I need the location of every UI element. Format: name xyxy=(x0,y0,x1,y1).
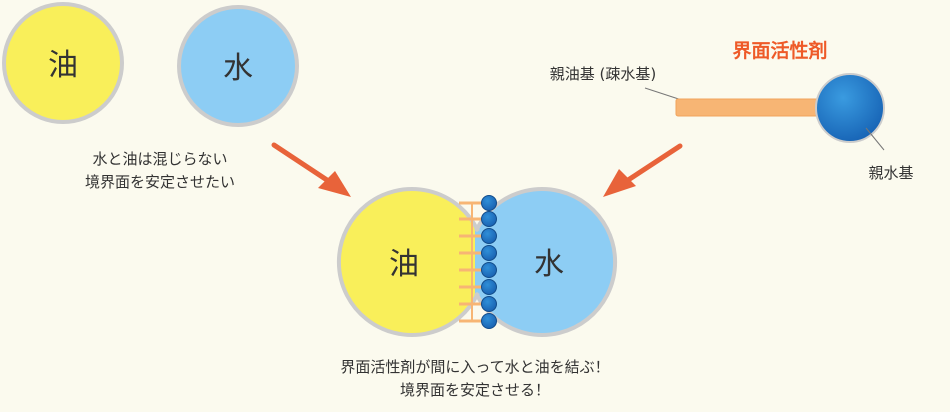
arrow-icon xyxy=(603,143,683,197)
hydrophilic-leader xyxy=(865,127,885,151)
hydrophilic-label: 親水基 xyxy=(868,164,913,182)
combined-oil-label: 油 xyxy=(389,247,419,282)
caption-top-line2: 境界面を安定させたい xyxy=(85,173,235,191)
surfactant-molecule-icon xyxy=(675,73,885,143)
water-outline xyxy=(474,187,618,337)
combined-droplets xyxy=(336,187,618,337)
surfactant-title: 界面活性剤 xyxy=(732,39,827,62)
oil-half xyxy=(339,189,480,335)
water-half xyxy=(475,189,614,335)
caption-bottom-line1: 界面活性剤が間に入って水と油を結ぶ！ xyxy=(340,358,609,376)
oil-label: 油 xyxy=(48,48,78,83)
surfactant-heads xyxy=(481,195,497,329)
oil-circle xyxy=(2,2,124,124)
arrow-icon xyxy=(271,142,351,197)
lipophilic-label: 親油基 (疎水基) xyxy=(550,65,656,83)
water-label: 水 xyxy=(223,51,253,86)
oil-outline xyxy=(336,187,480,337)
caption-bottom-line2: 境界面を安定させる！ xyxy=(400,381,550,399)
caption-top-line1: 水と油は混じらない xyxy=(92,150,227,168)
combined-water-label: 水 xyxy=(534,247,564,282)
water-circle xyxy=(177,5,299,127)
